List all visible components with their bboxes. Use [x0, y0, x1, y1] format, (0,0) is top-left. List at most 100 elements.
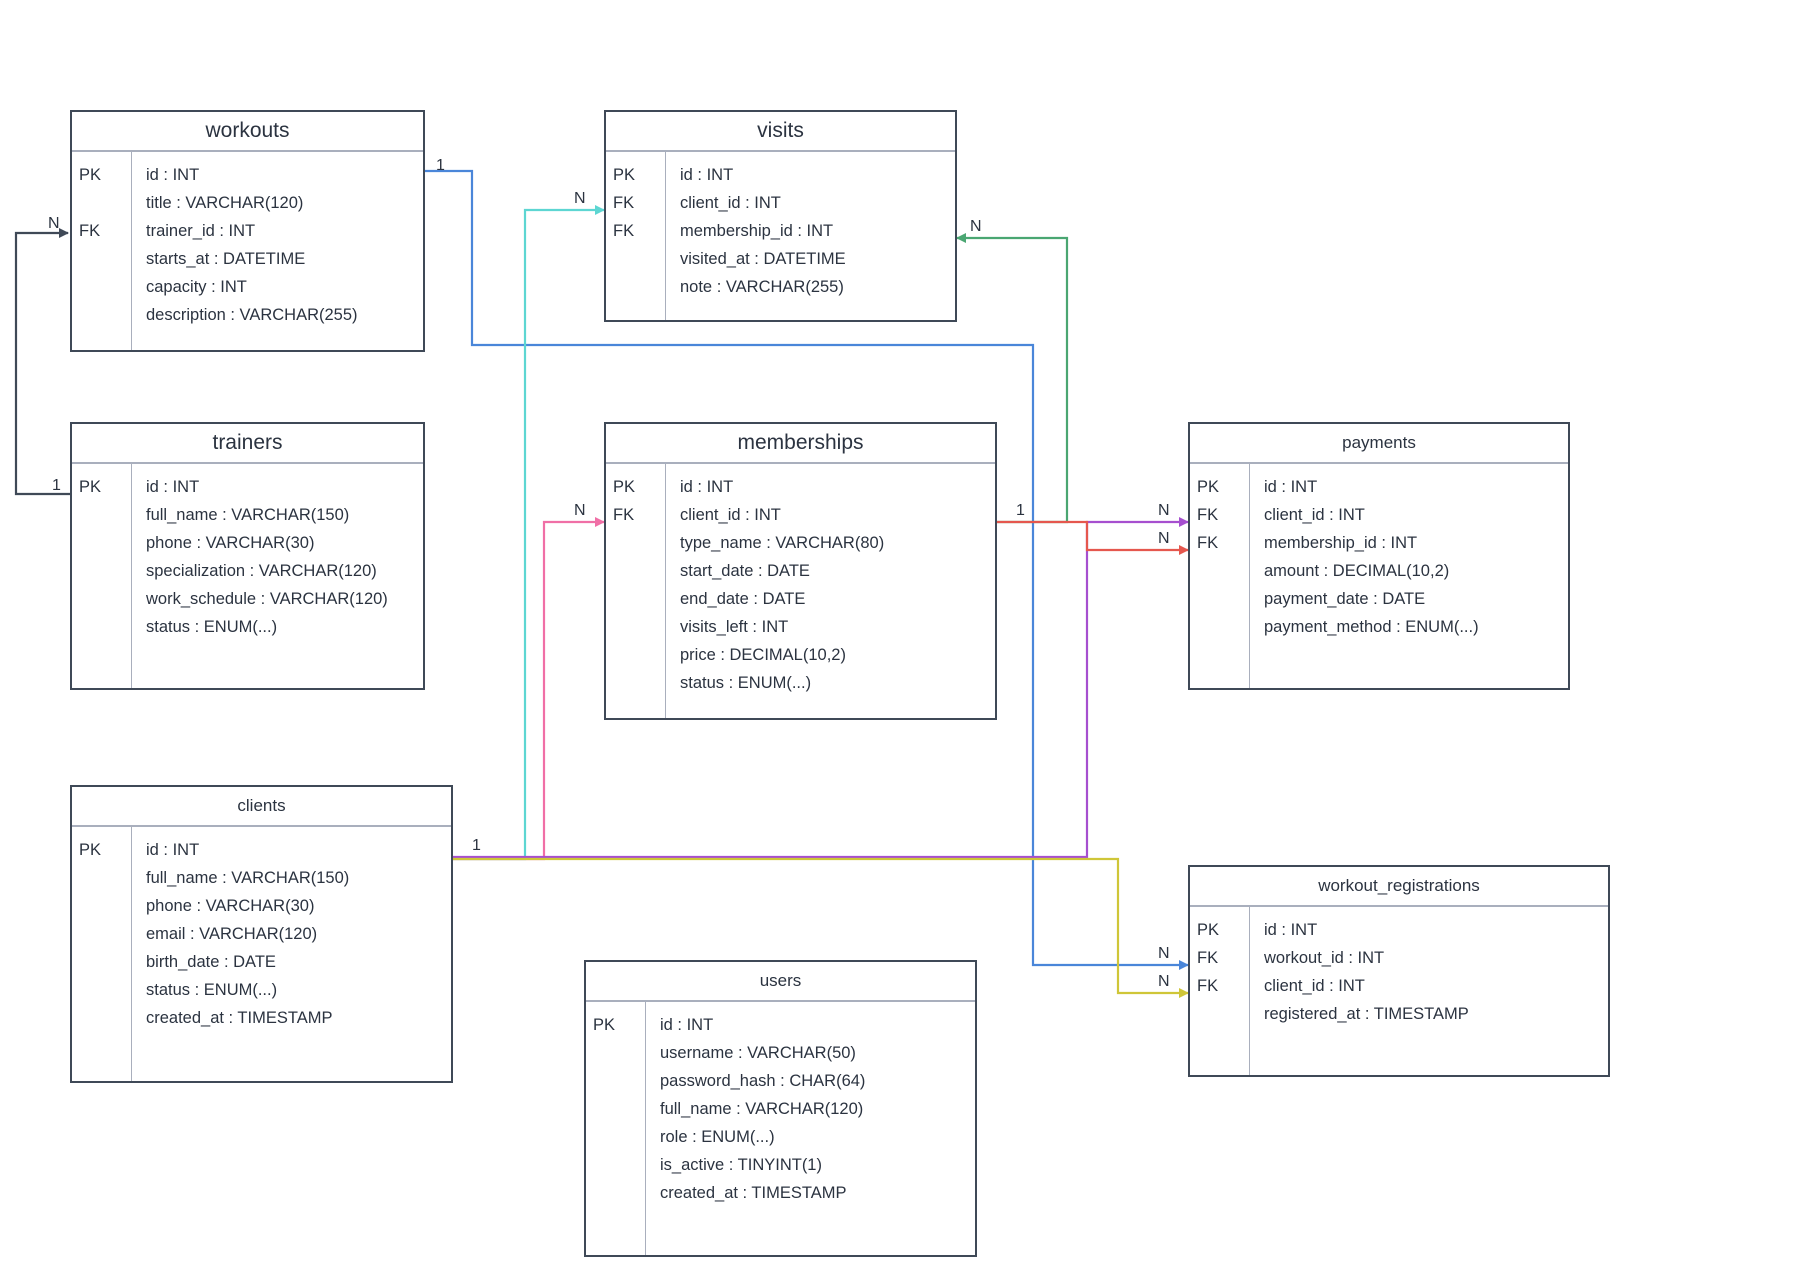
entity-title: payments — [1190, 424, 1568, 464]
link-clients-visits — [453, 205, 605, 861]
key-badge: PK — [79, 478, 102, 496]
entity-title: workout_registrations — [1190, 867, 1608, 907]
key-column-divider — [586, 1002, 646, 1255]
entity-title: trainers — [72, 424, 423, 464]
key-badge: PK — [1197, 921, 1220, 939]
cardinality-label: 1 — [436, 157, 445, 174]
key-column-divider — [72, 464, 132, 688]
key-badge: FK — [1197, 977, 1219, 995]
link-clients-memberships — [453, 517, 605, 861]
cardinality-label: N — [1158, 973, 1170, 990]
field-label: membership_id : INT — [680, 222, 834, 240]
field-label: client_id : INT — [680, 506, 781, 524]
field-label: created_at : TIMESTAMP — [660, 1184, 847, 1202]
field-label: note : VARCHAR(255) — [680, 278, 844, 296]
cardinality-label: N — [970, 218, 982, 235]
key-badge: FK — [79, 222, 101, 240]
link-trainers-workouts — [14, 228, 70, 496]
field-label: is_active : TINYINT(1) — [660, 1156, 822, 1174]
key-badge: PK — [1197, 478, 1220, 496]
field-label: payment_date : DATE — [1264, 590, 1426, 608]
entity-title: clients — [72, 787, 451, 827]
link-clients-payments — [453, 517, 1189, 859]
field-label: registered_at : TIMESTAMP — [1264, 1005, 1469, 1023]
field-label: specialization : VARCHAR(120) — [146, 562, 377, 580]
field-label: price : DECIMAL(10,2) — [680, 646, 846, 664]
entity-visits[interactable]: visits PK id : INT FK client_id : INT FK me… — [604, 110, 957, 322]
key-badge: PK — [79, 166, 102, 184]
field-label: id : INT — [680, 478, 734, 496]
entity-title: memberships — [606, 424, 995, 464]
field-label: id : INT — [1264, 921, 1318, 939]
key-badge: PK — [79, 841, 102, 859]
key-badge: FK — [613, 222, 635, 240]
field-label: phone : VARCHAR(30) — [146, 897, 315, 915]
field-label: trainer_id : INT — [146, 222, 256, 240]
field-label: visits_left : INT — [680, 618, 789, 636]
field-label: title : VARCHAR(120) — [146, 194, 304, 212]
field-label: amount : DECIMAL(10,2) — [1264, 562, 1450, 580]
field-label: type_name : VARCHAR(80) — [680, 534, 885, 552]
field-label: full_name : VARCHAR(150) — [146, 869, 350, 887]
key-column-divider — [72, 827, 132, 1081]
field-label: client_id : INT — [680, 194, 781, 212]
entity-workout-registrations[interactable]: workout_registrations PK id : INT FK worko… — [1188, 865, 1610, 1077]
cardinality-label: 1 — [52, 477, 61, 494]
key-badge: PK — [613, 478, 636, 496]
field-label: workout_id : INT — [1264, 949, 1385, 967]
field-label: id : INT — [680, 166, 734, 184]
field-label: birth_date : DATE — [146, 953, 276, 971]
entity-payments[interactable]: payments PK id : INT FK client_id : INT FK… — [1188, 422, 1570, 690]
field-label: id : INT — [1264, 478, 1318, 496]
cardinality-label: N — [1158, 945, 1170, 962]
key-column-divider — [72, 152, 132, 350]
entity-title: workouts — [72, 112, 423, 152]
key-column-divider — [606, 464, 666, 718]
key-column-divider — [1190, 907, 1250, 1075]
field-label: created_at : TIMESTAMP — [146, 1009, 333, 1027]
entity-workouts[interactable]: workouts PK id : INT title : VARCHAR(120)… — [70, 110, 425, 352]
field-label: payment_method : ENUM(...) — [1264, 618, 1479, 636]
key-badge: PK — [613, 166, 636, 184]
cardinality-label: 1 — [1016, 502, 1025, 519]
key-badge: FK — [613, 194, 635, 212]
field-label: phone : VARCHAR(30) — [146, 534, 315, 552]
field-label: client_id : INT — [1264, 506, 1365, 524]
field-label: capacity : INT — [146, 278, 247, 296]
key-badge: FK — [1197, 534, 1219, 552]
field-label: email : VARCHAR(120) — [146, 925, 318, 943]
key-column-divider — [606, 152, 666, 320]
field-label: id : INT — [660, 1016, 714, 1034]
entity-memberships[interactable]: memberships PK id : INT FK client_id : INT… — [604, 422, 997, 720]
field-label: id : INT — [146, 478, 200, 496]
field-label: description : VARCHAR(255) — [146, 306, 358, 324]
entity-title: visits — [606, 112, 955, 152]
field-label: visited_at : DATETIME — [680, 250, 846, 268]
field-label: password_hash : CHAR(64) — [660, 1072, 866, 1090]
field-label: status : ENUM(...) — [680, 674, 812, 692]
key-badge: FK — [613, 506, 635, 524]
link-workouts-workout-registrations — [425, 169, 1189, 970]
field-label: full_name : VARCHAR(120) — [660, 1100, 864, 1118]
field-label: status : ENUM(...) — [146, 618, 278, 636]
key-badge: FK — [1197, 949, 1219, 967]
key-column-divider — [1190, 464, 1250, 688]
field-label: client_id : INT — [1264, 977, 1365, 995]
key-badge: PK — [593, 1016, 616, 1034]
cardinality-label: N — [1158, 502, 1170, 519]
link-clients-workout-registrations — [453, 857, 1189, 998]
cardinality-label: N — [574, 190, 586, 207]
field-label: work_schedule : VARCHAR(120) — [146, 590, 388, 608]
cardinality-label: N — [48, 215, 60, 232]
entity-title: users — [586, 962, 975, 1002]
field-label: membership_id : INT — [1264, 534, 1418, 552]
field-label: id : INT — [146, 166, 200, 184]
field-label: status : ENUM(...) — [146, 981, 278, 999]
link-memberships-payments — [997, 520, 1189, 555]
key-badge: FK — [1197, 506, 1219, 524]
